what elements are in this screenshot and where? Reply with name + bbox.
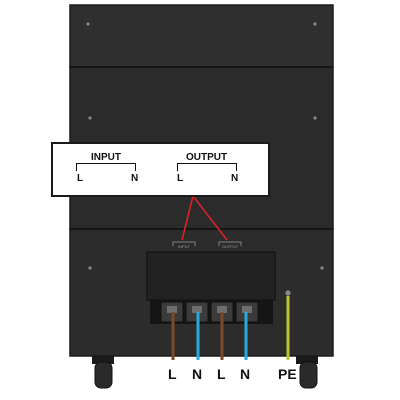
caster-wheel-left bbox=[94, 361, 113, 389]
plate-bracket-input bbox=[172, 241, 196, 246]
wire-label-pe: PE bbox=[278, 366, 297, 382]
caster-bracket-right bbox=[296, 356, 318, 364]
caster-bracket-left bbox=[92, 356, 114, 364]
plate-output-label: OUTPUT bbox=[222, 244, 239, 249]
callout-input-l: L bbox=[77, 173, 84, 184]
cabinet-top-panel bbox=[69, 4, 334, 68]
callout-line bbox=[192, 195, 228, 241]
screw bbox=[88, 116, 92, 120]
wire-label-l-output: L bbox=[217, 366, 226, 382]
screw bbox=[313, 116, 317, 120]
terminal-screw bbox=[217, 306, 227, 313]
callout-line bbox=[181, 195, 194, 241]
wire-labels: L N L N PE bbox=[0, 366, 400, 386]
screw bbox=[320, 266, 324, 270]
wire-label-n-output: N bbox=[240, 366, 251, 382]
plate-bracket-output bbox=[218, 241, 242, 246]
callout-output-bracket bbox=[177, 163, 237, 171]
callout-output-n: N bbox=[231, 173, 239, 184]
terminal-screw bbox=[192, 306, 202, 313]
wire-label-n-input: N bbox=[192, 366, 203, 382]
wire-label-l-input: L bbox=[168, 366, 177, 382]
screw bbox=[313, 22, 317, 26]
screw bbox=[86, 22, 90, 26]
terminal-screw bbox=[167, 306, 177, 313]
callout-output-l: L bbox=[177, 173, 184, 184]
terminal-cover-plate bbox=[146, 251, 276, 301]
callout-output-title: OUTPUT bbox=[186, 152, 228, 163]
callout-input-bracket bbox=[76, 163, 136, 171]
screw bbox=[285, 290, 291, 296]
plate-input-label: INPUT bbox=[178, 244, 191, 249]
terminal-screw bbox=[242, 306, 252, 313]
screw bbox=[88, 266, 92, 270]
wiring-callout-box: INPUT L N OUTPUT L N bbox=[51, 142, 270, 197]
callout-input-title: INPUT bbox=[91, 152, 121, 163]
callout-input-n: N bbox=[131, 173, 139, 184]
caster-wheel-right bbox=[299, 361, 318, 389]
